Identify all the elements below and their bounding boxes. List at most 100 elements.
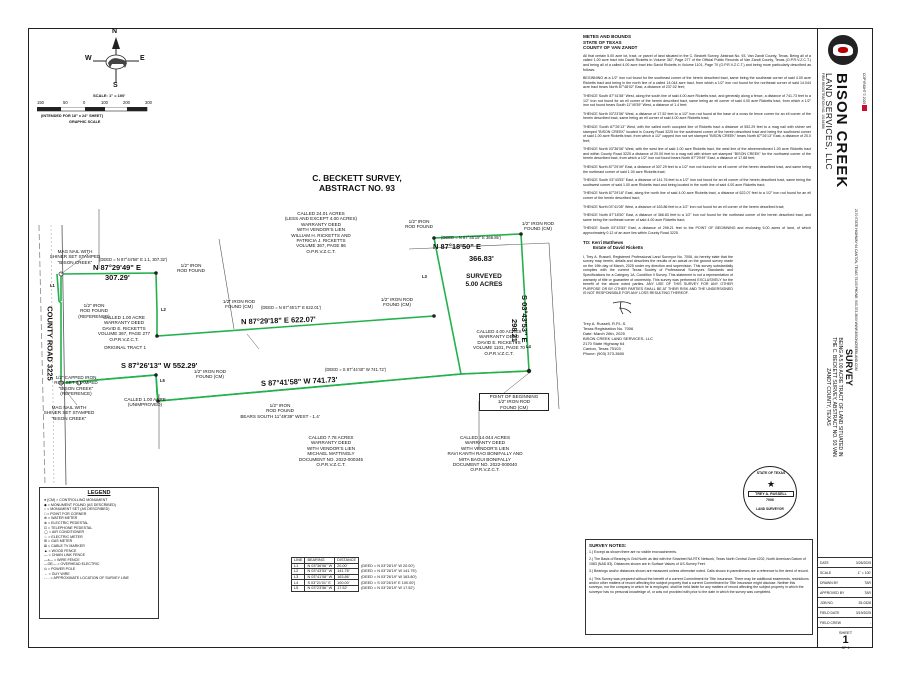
scale-label: SCALE: 1" = 100' [93,93,126,98]
metes-paragraph: THENCE South 87°41'58" West, along the s… [583,93,811,108]
bearing-cell: N 03°36'06" W [304,562,336,570]
rod-found: 1/2" IRON ROD FOUND (CM) [521,221,555,232]
legend-row: ◯ = AIR CONDITIONER [44,530,85,535]
deed-cell: (DEED = S 03°26'19" E 100.00') [361,580,416,585]
survey-title: C. BECKETT SURVEY, ABSTRACT NO. 93 [312,173,402,193]
rod-found: 1/2" IRON ROD FOUND [177,263,205,274]
seal-top: STATE OF TEXAS [756,471,786,475]
deed-cell: (DEED = N 03°26'19" W 17.52') [361,586,415,591]
sheet-of: OF 1 [841,646,850,650]
deed-cell: (DEED = N 03°26'19" W 141.75') [361,569,417,574]
company-subname: LAND SERVICES, LLC [824,73,834,171]
metes-paragraph: THENCE North 87°29'18" East, along the n… [583,191,811,201]
tb-value: 3/19/2025 [855,610,871,615]
legend-row: ○ = MONUMENT SET (AS DESCRIBED) [44,507,110,512]
rod-found: 1/2" IRON ROD FOUND [405,219,433,230]
signer-line: BISON CREEK LAND SERVICES, LLC [583,335,653,341]
seal-bottom: LAND SURVEYOR [756,507,784,511]
logo-accent [838,47,848,53]
rod-found: 1/2" IRON ROD FOUND (CM) [193,369,227,380]
line-label: L3 [422,274,427,279]
east-label: E [140,55,145,62]
legend-row: — = CHAIN LINK FENCE [44,553,86,558]
line-cell: L5 [290,585,306,592]
star-icon: ★ [766,479,776,489]
distance-north-east: 366.83' [469,254,494,263]
legend-row: —OE— = OVERHEAD ELECTRIC [44,562,100,567]
deed-cell: (DEED = N 03°26'19" W 20.00') [361,563,415,568]
note-item: 2.) The Basis of Bearing is Grid North a… [589,557,806,566]
seal-name: TREY A. RUSSELL [748,491,794,497]
note-item: 3.) Bearings and/or distances shown are … [589,569,809,574]
surveyor-signature [612,301,632,315]
note-item: 1.) Except as shown there are no visible… [589,550,677,554]
copyright: COPYRIGHT © 2025 [862,73,866,105]
tb-value: 3/26/2025 [855,560,871,565]
metes-paragraph: All that certain 5.00 acre lot, tract, o… [583,53,811,72]
mag-nail-bottom: MAG NAIL WITH SHINER SET STAMPED "BISON … [43,405,95,421]
scale-tick: 50 [63,100,68,105]
deed-call: (DEED = N 87°45'17" E 622.01') [261,305,322,310]
signer-line: 2170 State Highway 64 [583,340,625,346]
metes-title: METES AND BOUNDS [583,34,632,39]
rod-found: 1/2" IRON ROD FOUND (CM) [380,297,414,308]
survey-notes: SURVEY NOTES: 1.) Except as shown there … [585,539,813,635]
line-label: L4 [526,344,531,349]
legend-row: ⊞ = GAS METER [44,539,73,544]
distance-north-west: 307.29' [105,273,130,282]
tb-key: DATE [820,560,829,565]
bearing-cell: S 03°21'01" E [304,579,336,586]
sheet-label: SHEET [838,630,853,635]
tb-value: TAR [864,580,871,585]
line-table-header: DISTANCE [334,557,360,564]
metes-paragraph: THENCE North 87°29'49" East, a distance … [583,165,811,174]
legend-row: ● (CM) = CONTROLLING MONUMENT [44,498,108,502]
metes-paragraph: THENCE North 03°41'08" West, a distance … [583,204,785,209]
legend-row: ⊡ = TELEPHONE PEDESTAL [44,525,93,530]
legend-row: —x— = WIRE FENCE [44,557,80,562]
legend-row: ☆ = ELECTRIC METER [44,534,83,539]
metes-paragraph: THENCE North 03°36'06" West, with the we… [583,147,811,161]
signer-line: Texas Registration No. 7006 [583,325,634,331]
tb-key: APPROVED BY [820,590,845,595]
legend-row: - - - = APPROXIMATE LOCATION OF SURVEY L… [44,576,129,581]
legend-title: LEGEND [87,490,111,496]
west-label: W [85,55,92,62]
scale-bar [37,107,148,112]
tb-value: 25-0328 [858,600,871,605]
line-label: L5 [160,378,165,383]
tb-key: FIELD DATE [820,610,840,615]
metes-and-bounds: METES AND BOUNDS STATE OF TEXAS COUNTY O… [583,34,811,554]
point-of-beginning: POINT OF BEGINNING 1/2" IRON ROD FOUND (… [479,393,549,412]
scale-graphic: GRAPHIC SCALE [69,120,101,124]
scale-tick: 100 [101,100,108,105]
firm-registration: FIRM REGISTRATION NO. 10194586 [821,73,825,129]
deed-cell: (DEED = N 03°26'19" W 163.80') [361,575,417,580]
metes-paragraph: BEGINNING at a 1/2" iron rod found for t… [583,76,811,90]
bearing-cell: N 03°43'53" W [304,568,336,575]
bearing-cell: N 03°41'08" W [304,573,336,581]
table-row: JOB NO. 25-0328 [818,598,873,608]
deed-called-4-acres: CALLED 4.00 ACRES WARRANTY DEED DAVID E.… [473,329,525,356]
table-row: FIELD CREW- [818,618,873,628]
notes-title: SURVEY NOTES: [589,543,627,548]
copyright-mark [862,105,867,111]
deed-call: (DEED = N 87°45'19" E 366.85') [441,235,502,240]
mag-nail-top: MAG NAIL WITH SHINER SET STAMPED "BISON … [49,249,101,265]
legend-row: ⊕ = WATER METER [44,516,78,521]
deed-call: (DEED = S 87°44'40" W 741.72') [325,367,386,372]
rod-found: 1/2" IRON ROD FOUND (CM) [222,299,256,310]
north-label: N [112,28,118,35]
legend-row: ▲ = WOOD FENCE [44,548,77,553]
company-name: BISON CREEK [833,73,850,189]
scale-tick: 300 [145,100,152,105]
distance-cell: 17.52' [334,585,360,592]
signer-line: Phone: (903) 373-3600 [583,350,625,356]
note-item: 4.) This Survey was prepared without the… [589,576,809,594]
bearing-south-west: S 87°26'13" W 552.29' [121,361,198,370]
scale-ticks: 150 50 0 100 200 300 [35,100,185,108]
tb-key: JOB NO. [820,600,834,605]
